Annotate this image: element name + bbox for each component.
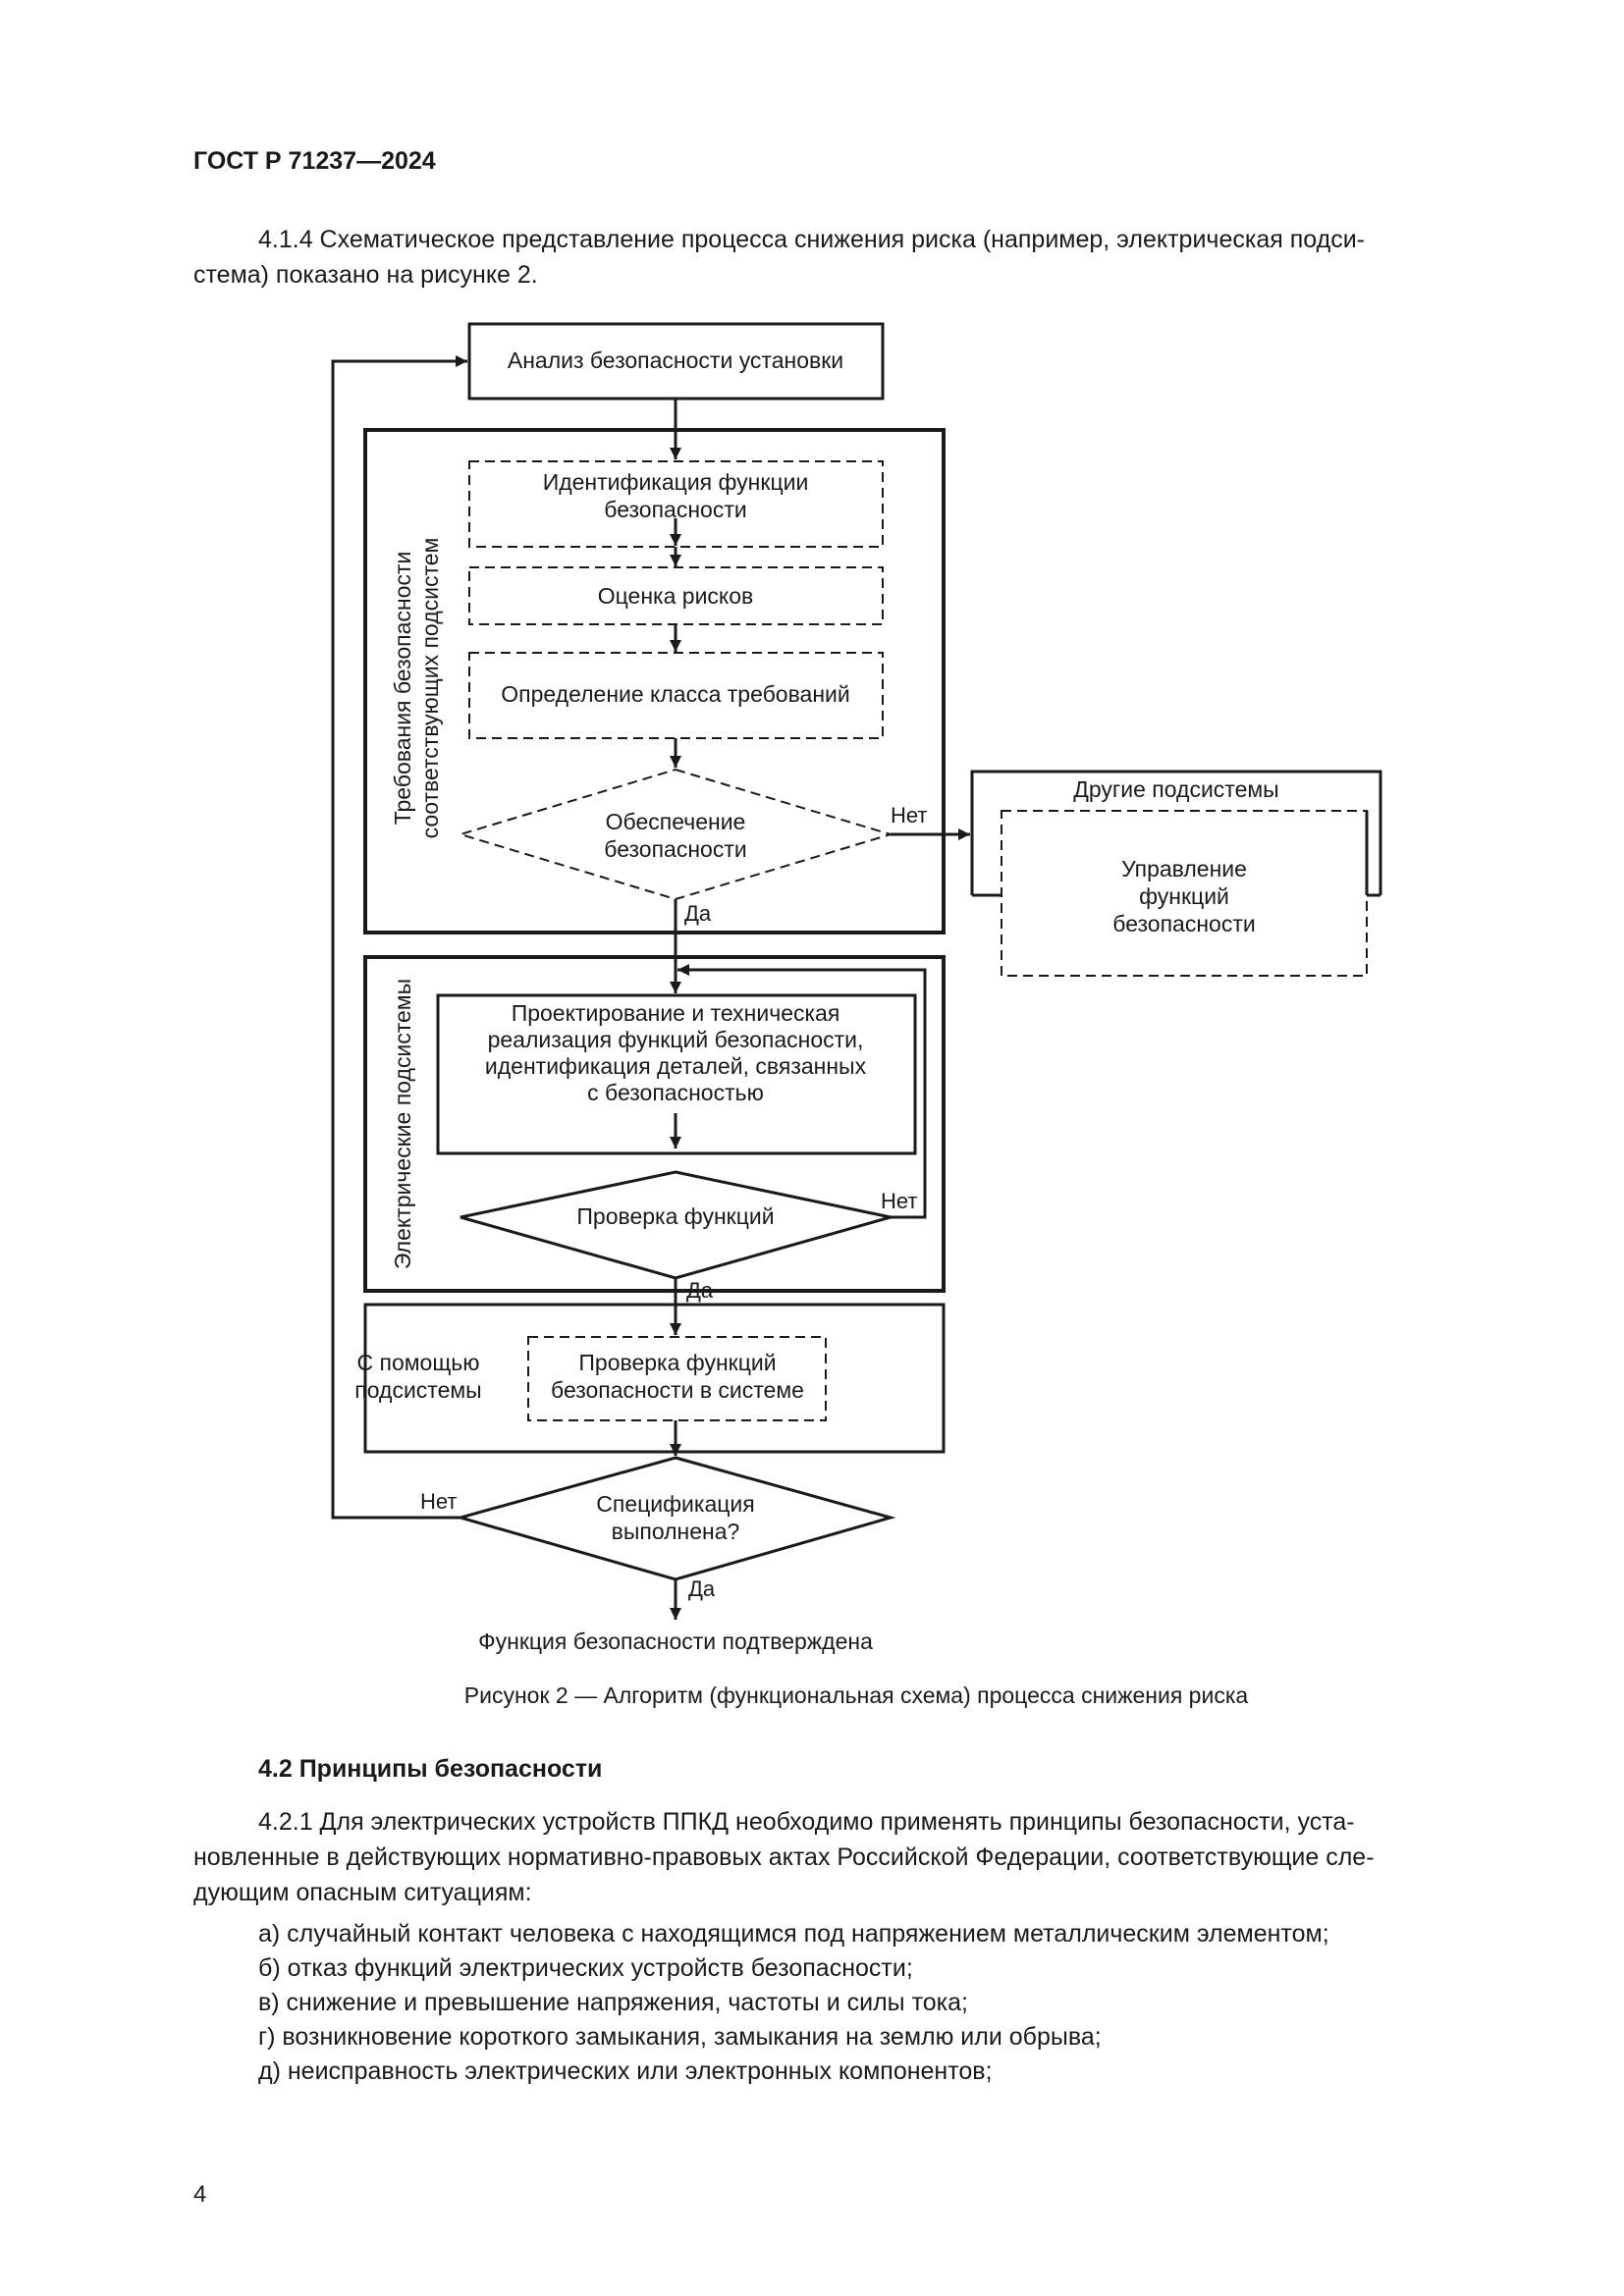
list-item: г) возникновение короткого замыкания, за… [258,2023,1102,2051]
design-label-4: с безопасностью [587,1080,764,1105]
body-line-1: 4.2.1 Для электрических устройств ППКД н… [258,1808,1355,1836]
spec-label-1: Спецификация [596,1491,754,1517]
requirements-group [363,428,946,934]
class-definition-label: Определение класса требований [501,681,850,707]
management-label-2: функций [1139,883,1229,909]
spec-label-2: выполнена? [612,1519,740,1544]
intro-line-2: стема) показано на рисунке 2. [193,261,538,289]
electrical-group-label: Электрические подсистемы [390,979,415,1269]
no-label-1: Нет [891,803,927,828]
design-label-3: идентификация деталей, связанных [485,1053,867,1079]
no-label-3: Нет [420,1489,457,1514]
system-check-label-2: безопасности в системе [551,1377,804,1403]
electrical-group [363,955,946,1293]
intro-paragraph: 4.1.4 Схематическое представление процес… [193,222,1519,293]
management-label-1: Управление [1121,856,1247,881]
other-subsystems-label: Другие подсистемы [1073,776,1278,802]
provision-label-1: Обеспечение [606,809,746,834]
design-label-2: реализация функций безопасности, [488,1027,864,1052]
confirmed-label: Функция безопасности подтверждена [478,1629,873,1654]
requirements-group-label-1: Требования безопасности [390,552,415,826]
body-paragraph: 4.2.1 Для электрических устройств ППКД н… [193,1804,1519,1910]
provision-decision [457,768,894,901]
class-definition-box [468,652,884,739]
subsystem-group [363,1303,946,1454]
provision-label-2: безопасности [604,836,746,862]
system-check-label-1: Проверка функций [578,1350,776,1375]
identification-label-2: безопасности [604,497,746,522]
requirements-group-label-2: соответствующих подсистем [417,538,443,839]
list-item: в) снижение и превышение напряжения, час… [258,1989,968,2016]
document-header: ГОСТ Р 71237—2024 [193,147,436,175]
figure-caption: Рисунок 2 — Алгоритм (функциональная схе… [463,1682,1249,1708]
body-line-3: дующим опасным ситуациям: [193,1879,532,1906]
yes-label-2: Да [686,1278,714,1303]
identification-label-1: Идентификация функции [543,469,809,495]
function-check-label: Проверка функций [576,1203,774,1229]
body-line-2: новленные в действующих нормативно-право… [193,1843,1375,1871]
list-item: б) отказ функций электрических устройств… [258,1954,913,1982]
list-item: а) случайный контакт человека с находящи… [258,1920,1329,1948]
identification-box [468,460,884,548]
yes-label-3: Да [688,1576,716,1601]
flowchart: Анализ безопасности установки Требования… [331,322,1382,1654]
yes-label-1: Да [684,901,712,926]
system-check-box [527,1336,827,1421]
page-number: 4 [193,2181,207,2208]
intro-line-1: 4.1.4 Схематическое представление процес… [258,226,1365,253]
other-subsystems-frame [970,770,1382,895]
list-item: д) неисправность электрических или элект… [258,2057,993,2085]
connectors [331,355,970,1620]
hazard-list: а) случайный контакт человека с находящи… [258,1917,1329,2089]
design-label-1: Проектирование и техническая [512,1000,840,1026]
risk-assessment-label: Оценка рисков [598,583,754,609]
subsystem-label-1: С помощью [356,1350,479,1375]
analysis-label: Анализ безопасности установки [508,347,843,373]
subsystem-label-2: подсистемы [354,1377,481,1403]
management-label-3: безопасности [1112,911,1255,936]
section-title: 4.2 Принципы безопасности [258,1755,603,1783]
no-label-2: Нет [881,1189,917,1213]
design-box [436,993,917,1155]
management-box [1001,810,1368,977]
